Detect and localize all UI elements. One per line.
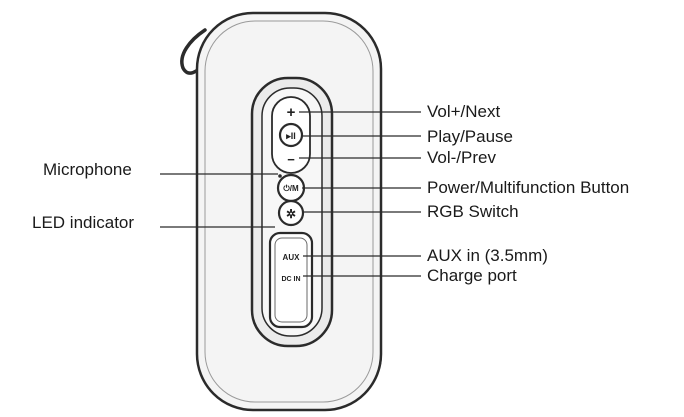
rgb-icon: ✲	[286, 207, 296, 221]
label-vol-next: Vol+/Next	[427, 102, 501, 121]
label-charge-port: Charge port	[427, 266, 517, 285]
power-icon: ⏻/M	[283, 184, 299, 193]
rgb-button-ring	[277, 199, 305, 227]
plus-icon: +	[287, 104, 296, 121]
leader-lines	[160, 111, 421, 277]
dc-in-port-label: DC IN	[281, 276, 300, 283]
rgb-switch-button[interactable]: ✲	[277, 199, 305, 227]
port-cover[interactable]	[268, 231, 314, 329]
port-cover-inner	[274, 237, 308, 323]
label-play-pause: Play/Pause	[427, 127, 513, 146]
label-rgb-switch: RGB Switch	[427, 202, 519, 221]
play-pause-button-ring	[278, 122, 304, 148]
label-led-indicator: LED indicator	[32, 213, 135, 232]
label-vol-prev: Vol-/Prev	[427, 148, 496, 167]
vol-minus-button[interactable]: −	[287, 152, 295, 167]
label-microphone: Microphone	[43, 160, 132, 179]
play-pause-button[interactable]: ▸II	[278, 122, 304, 148]
label-aux-in: AUX in (3.5mm)	[427, 246, 548, 265]
aux-port-label: AUX	[283, 253, 301, 262]
minus-icon: −	[287, 152, 295, 167]
power-multifunction-button[interactable]: ⏻/M	[276, 173, 306, 203]
microphone-hole	[278, 174, 282, 178]
vol-plus-button[interactable]: +	[287, 104, 296, 121]
play-pause-icon: ▸II	[285, 131, 296, 141]
label-power-multifunction: Power/Multifunction Button	[427, 178, 630, 197]
